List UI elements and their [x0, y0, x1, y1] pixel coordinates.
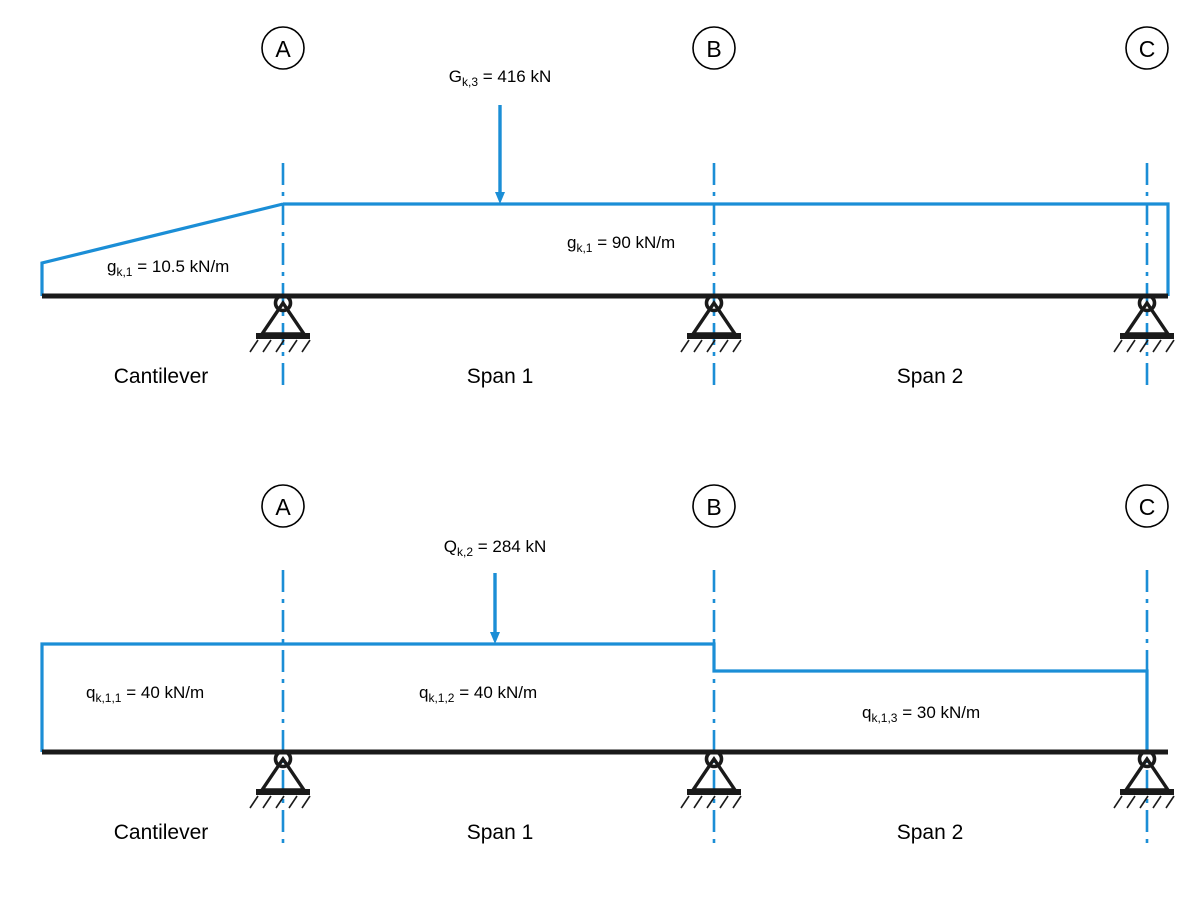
support-c-top	[1113, 293, 1175, 353]
span2-load-label-bottom: qk,1,3 = 30 kN/m	[862, 703, 980, 725]
grid-circle-a-top	[261, 26, 305, 70]
diagram-permanent-loads: A B C	[40, 26, 1175, 392]
support-hatching-b-bottom	[680, 795, 742, 809]
grid-label-a-top: A	[275, 36, 291, 62]
uniform-load-spans-top	[283, 202, 1170, 296]
grid-label-b-top: B	[706, 36, 721, 62]
uniform-load-label-top: gk,1 = 90 kN/m	[567, 233, 675, 255]
point-load-label-top: Gk,3 = 416 kN	[449, 67, 552, 89]
grid-marker-a-bottom: A	[261, 484, 305, 528]
support-pin-circle-b-top	[704, 293, 724, 313]
span-label-cantilever-top: Cantilever	[114, 365, 209, 388]
support-b-bottom	[680, 749, 742, 809]
span-label-span2-top: Span 2	[897, 365, 964, 388]
support-hatching-b-top	[680, 339, 742, 353]
triangular-load-label-top: gk,1 = 10.5 kN/m	[107, 257, 229, 279]
grid-marker-b-top: B	[692, 26, 736, 70]
span-label-span1-bottom: Span 1	[467, 821, 534, 844]
grid-marker-b-bottom: B	[692, 484, 736, 528]
support-hatching-c-bottom	[1113, 795, 1175, 809]
grid-circle-a-bottom	[261, 484, 305, 528]
grid-label-b-bottom: B	[706, 494, 721, 520]
grid-circle-c-top	[1125, 26, 1169, 70]
support-b-top	[680, 293, 742, 353]
uniform-load-outline-bottom	[40, 642, 1149, 752]
span1-load-label-bottom: qk,1,2 = 40 kN/m	[419, 683, 537, 705]
support-hatching-a-top	[249, 339, 311, 353]
support-pin-circle-a-bottom	[273, 749, 293, 769]
support-a-bottom	[249, 749, 311, 809]
span-label-span1-top: Span 1	[467, 365, 534, 388]
grid-label-c-bottom: C	[1139, 494, 1156, 520]
grid-label-c-top: C	[1139, 36, 1156, 62]
grid-circle-b-bottom	[692, 484, 736, 528]
support-pin-circle-c-top	[1137, 293, 1157, 313]
grid-circle-c-bottom	[1125, 484, 1169, 528]
support-pin-circle-c-bottom	[1137, 749, 1157, 769]
cantilever-load-label-bottom: qk,1,1 = 40 kN/m	[86, 683, 204, 705]
triangular-load-cantilever-top	[40, 202, 284, 296]
support-hatching-c-top	[1113, 339, 1175, 353]
grid-marker-c-bottom: C	[1125, 484, 1169, 528]
grid-marker-a-top: A	[261, 26, 305, 70]
span-label-span2-bottom: Span 2	[897, 821, 964, 844]
support-c-bottom	[1113, 749, 1175, 809]
grid-circle-b-top	[692, 26, 736, 70]
support-a-top	[249, 293, 311, 353]
grid-marker-c-top: C	[1125, 26, 1169, 70]
support-pin-circle-a-top	[273, 293, 293, 313]
support-hatching-a-bottom	[249, 795, 311, 809]
support-pin-circle-b-bottom	[704, 749, 724, 769]
diagram-variable-loads: A B C	[40, 484, 1175, 847]
span-label-cantilever-bottom: Cantilever	[114, 821, 209, 844]
grid-label-a-bottom: A	[275, 494, 291, 520]
point-load-label-bottom: Qk,2 = 284 kN	[444, 537, 547, 559]
